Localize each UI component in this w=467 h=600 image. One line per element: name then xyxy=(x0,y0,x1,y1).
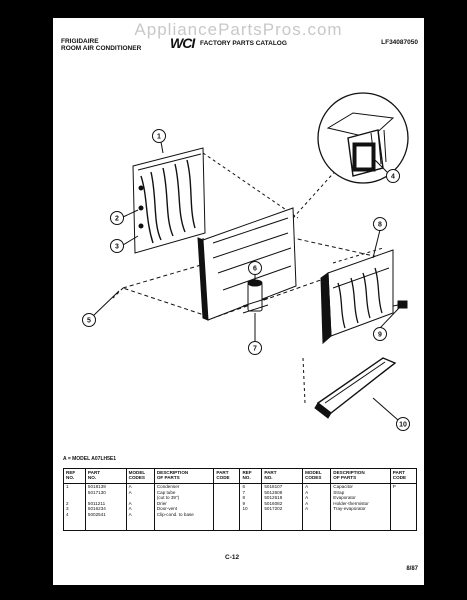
svg-text:2: 2 xyxy=(115,216,119,223)
callout-3: 3 xyxy=(110,239,124,253)
callout-5: 5 xyxy=(82,313,96,327)
svg-text:1: 1 xyxy=(157,134,161,141)
callout-7: 7 xyxy=(248,341,262,355)
partition-drawing xyxy=(197,207,297,321)
left-part-code-cells xyxy=(213,483,241,531)
page-number: C-12 xyxy=(225,554,240,561)
callout-4: 4 xyxy=(386,169,400,183)
svg-text:5: 5 xyxy=(87,318,91,325)
evaporator-drawing xyxy=(320,249,394,345)
thermistor-holder-drawing xyxy=(392,300,408,309)
svg-text:8: 8 xyxy=(378,222,382,229)
catalog-page: AppliancePartsPros.com FRIGIDAIRE ROOM A… xyxy=(53,18,424,585)
svg-text:10: 10 xyxy=(399,422,407,429)
svg-text:7: 7 xyxy=(253,346,257,353)
brand-name: FRIGIDAIRE xyxy=(61,38,99,45)
product-name: ROOM AIR CONDITIONER xyxy=(61,45,142,52)
wci-logo: WCI xyxy=(170,35,195,51)
model-number: LF34087050 xyxy=(381,39,418,46)
callout-2: 2 xyxy=(110,211,124,225)
evaporator-tray-drawing xyxy=(302,357,397,419)
callout-8: 8 xyxy=(373,217,387,231)
callout-10: 10 xyxy=(396,417,410,431)
svg-text:6: 6 xyxy=(253,266,257,273)
svg-text:9: 9 xyxy=(378,332,382,339)
catalog-title: FACTORY PARTS CATALOG xyxy=(200,40,287,47)
door-vent-inset xyxy=(317,92,409,184)
header-brand-block: FRIGIDAIRE ROOM AIR CONDITIONER xyxy=(61,38,141,52)
svg-text:4: 4 xyxy=(391,174,395,181)
callout-9: 9 xyxy=(373,327,387,341)
callout-1: 1 xyxy=(152,129,166,143)
condenser-drawing xyxy=(132,147,206,254)
watermark: AppliancePartsPros.com xyxy=(134,20,343,39)
svg-text:3: 3 xyxy=(115,244,119,251)
exploded-parts-diagram: 1 2 3 4 5 6 7 8 9 10 xyxy=(82,92,410,431)
right-part-code-cells: P xyxy=(389,483,418,531)
callout-6: 6 xyxy=(248,261,262,275)
capacitor-drawing xyxy=(242,279,269,314)
date-code: 8/87 xyxy=(406,566,418,572)
model-note: A = MODEL A07LH5E1 xyxy=(63,456,117,462)
